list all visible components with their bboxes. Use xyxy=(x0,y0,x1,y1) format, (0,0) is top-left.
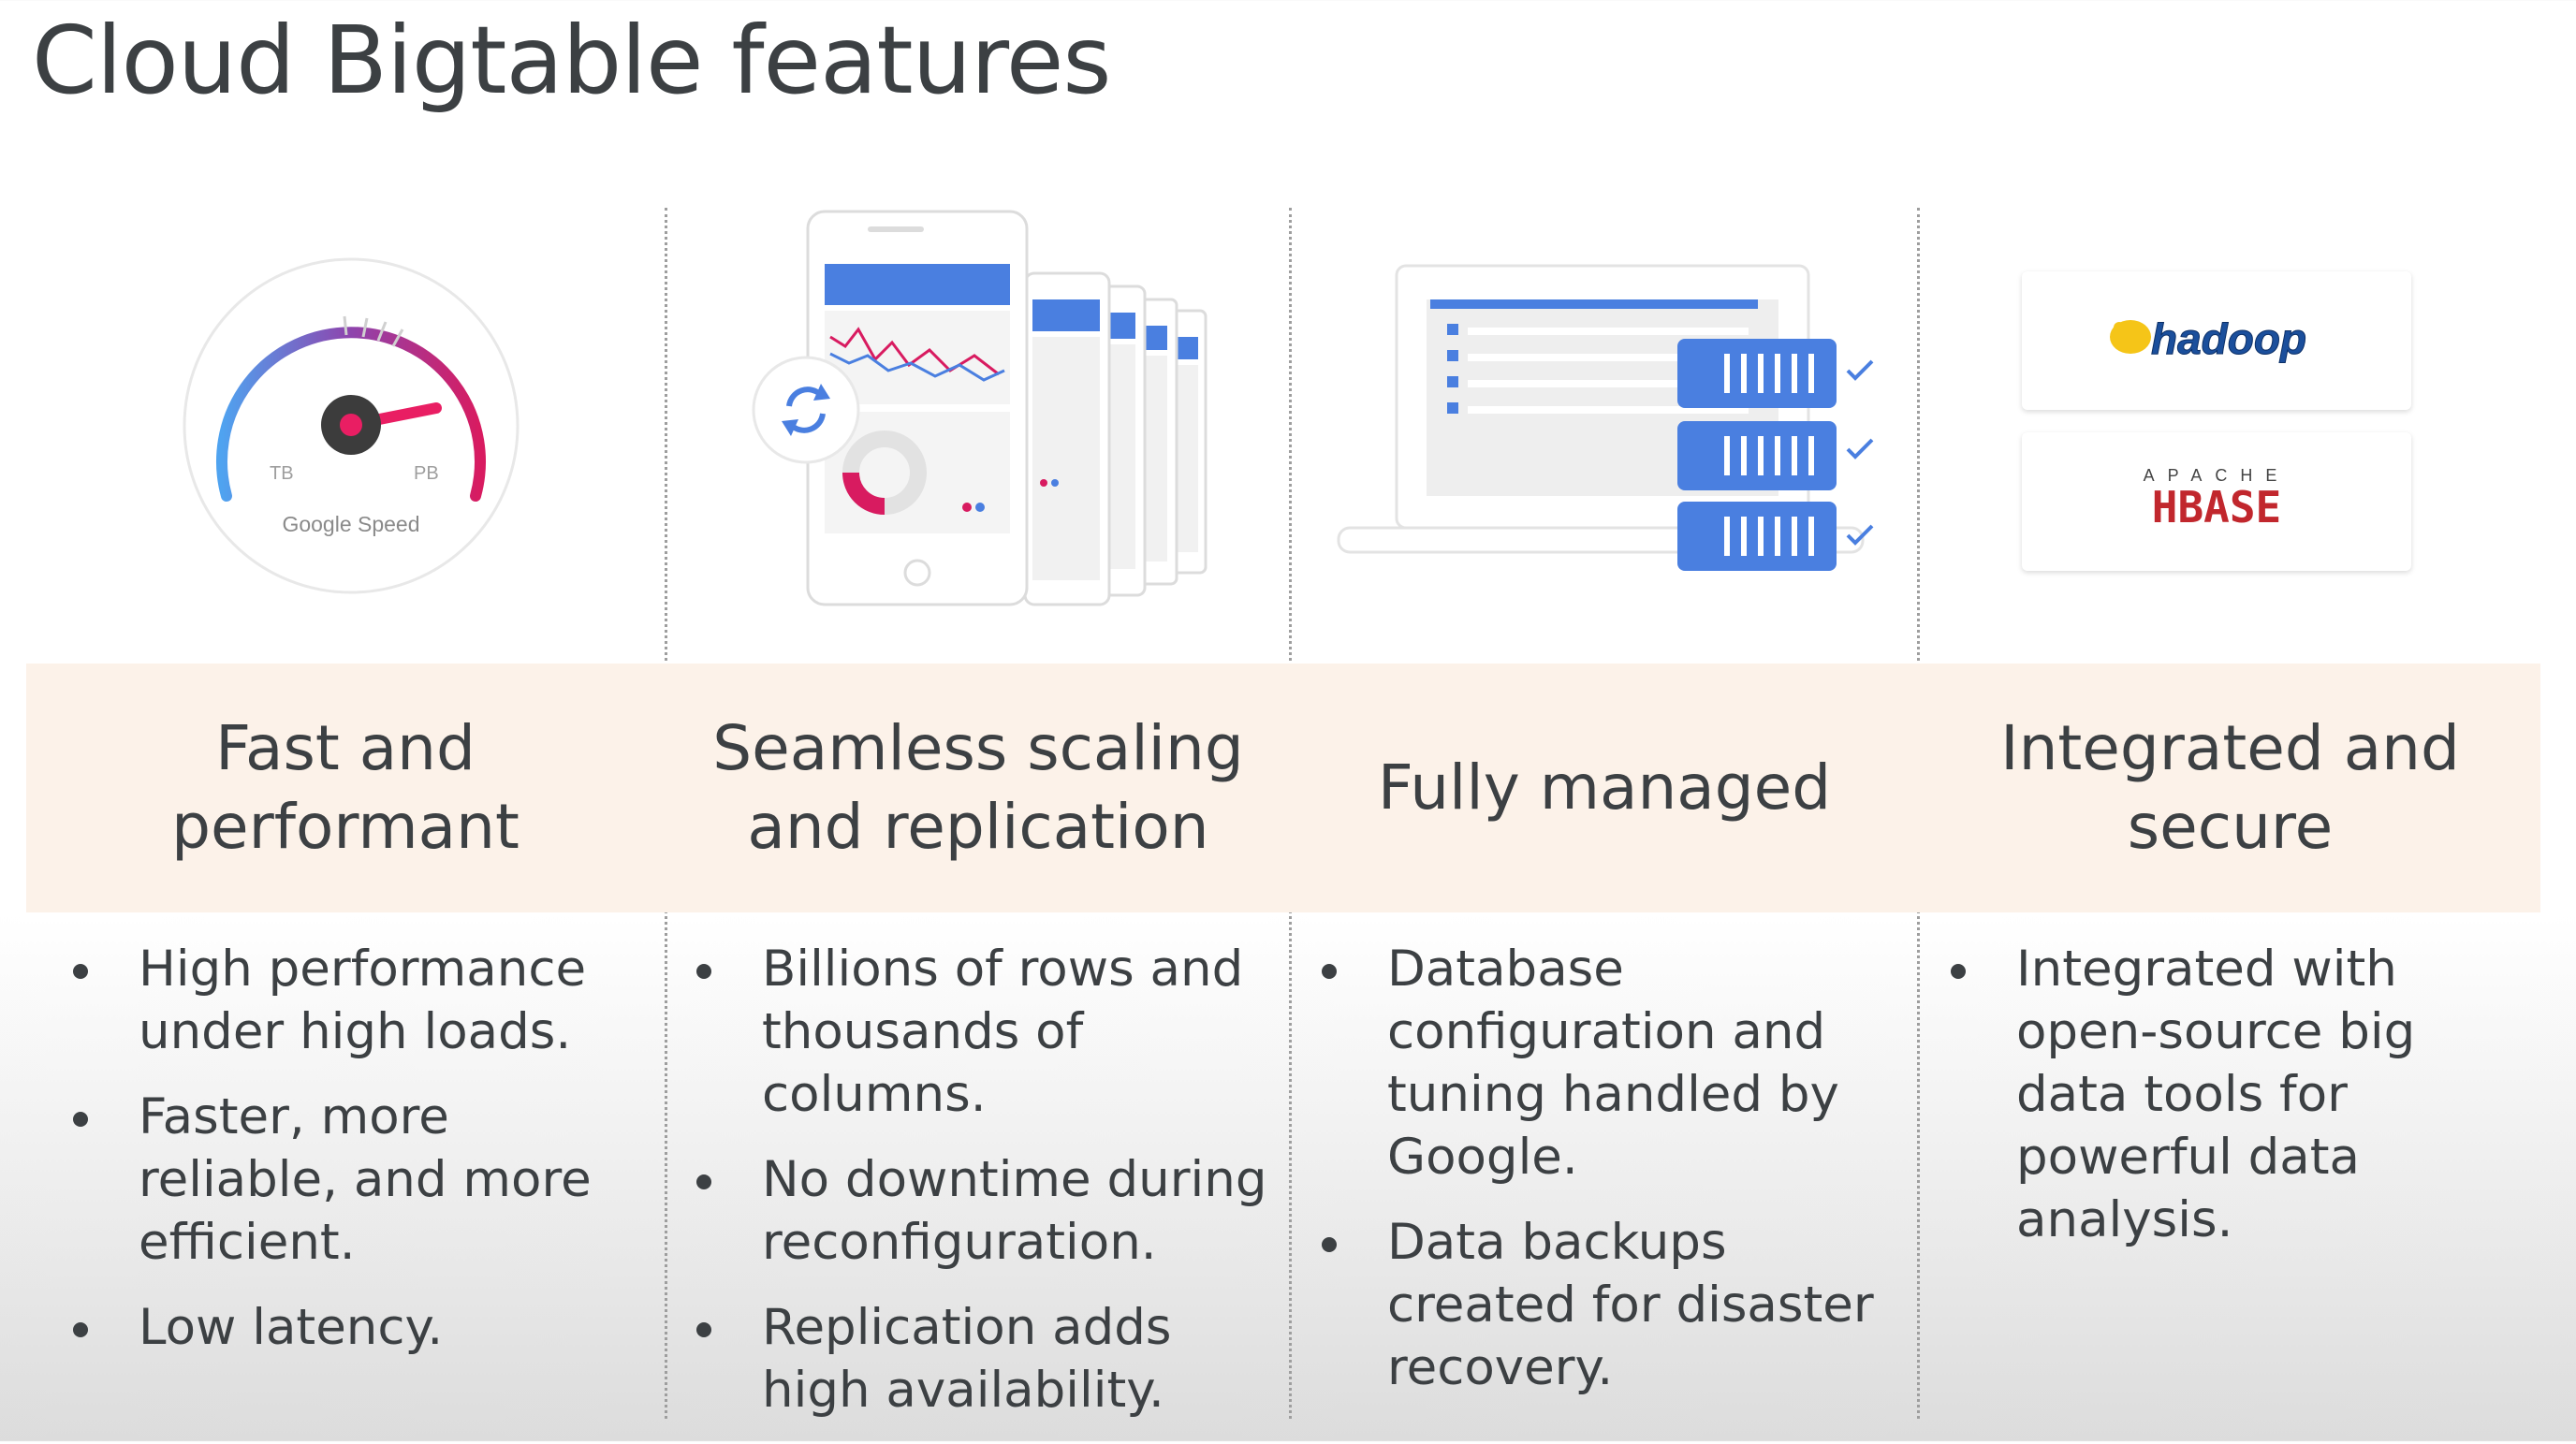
feature-heading-band xyxy=(26,664,2540,912)
feature-bullets-fast: High performance under high loads. Faste… xyxy=(69,938,650,1381)
feature-heading-managed: Fully managed xyxy=(1377,751,1832,824)
hbase-logo-card: APACHE HBASE xyxy=(2022,432,2411,571)
list-item: High performance under high loads. xyxy=(69,938,650,1063)
hadoop-logo-icon: hadoop xyxy=(2110,314,2307,364)
list-item: Data backups created for disaster recove… xyxy=(1318,1211,1898,1399)
slide-title: Cloud Bigtable features xyxy=(32,6,1111,115)
speedometer-icon: TB PB Google Speed xyxy=(183,257,520,594)
managed-database-illustration xyxy=(1337,264,1874,571)
list-item: Billions of rows and thousands of column… xyxy=(693,938,1273,1126)
list-item: Database configuration and tuning handle… xyxy=(1318,938,1898,1189)
feature-bullets-managed: Database configuration and tuning handle… xyxy=(1318,938,1898,1422)
hbase-apache-label: APACHE xyxy=(2144,466,2291,485)
gauge-caption: Google Speed xyxy=(282,512,419,536)
hadoop-wordmark: hadoop xyxy=(2151,314,2306,363)
hbase-logo-icon: APACHE HBASE xyxy=(2144,466,2291,532)
feature-bullets-integrated: Integrated with open-source big data too… xyxy=(1947,938,2518,1274)
list-item: Low latency. xyxy=(69,1296,650,1359)
gauge-pb-label: PB xyxy=(414,463,439,484)
gauge-tb-label: TB xyxy=(270,463,294,484)
hadoop-logo-card: hadoop xyxy=(2022,271,2411,410)
list-item: Integrated with open-source big data too… xyxy=(1947,938,2518,1251)
hbase-wordmark: HBASE xyxy=(2152,482,2281,532)
list-item: Faster, more reliable, and more efficien… xyxy=(69,1086,650,1274)
list-item: Replication adds high availability. xyxy=(693,1296,1273,1422)
feature-bullets-scaling: Billions of rows and thousands of column… xyxy=(693,938,1273,1444)
list-item: No downtime during reconfiguration. xyxy=(693,1148,1273,1274)
scaling-replication-illustration xyxy=(752,210,1208,606)
